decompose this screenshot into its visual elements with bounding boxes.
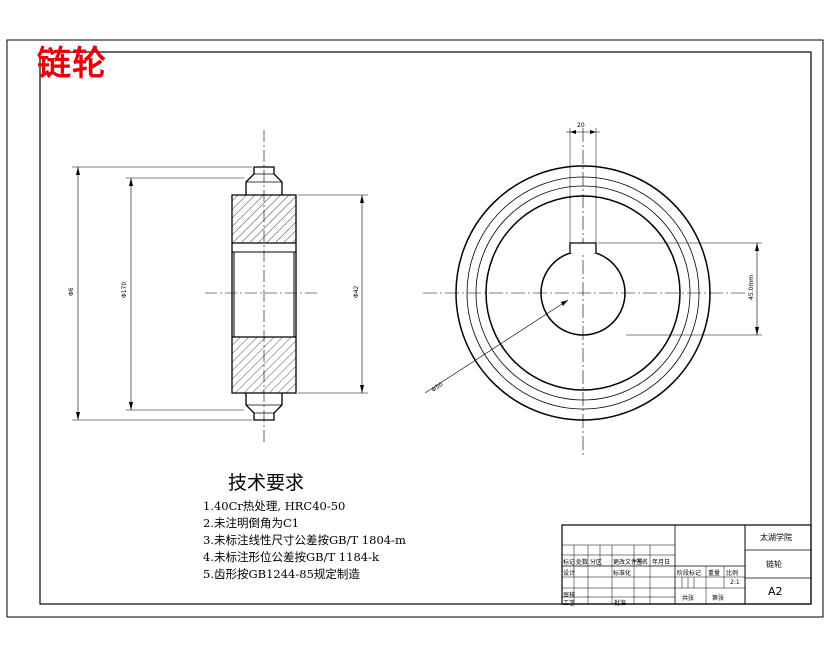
tech-requirements-heading: 技术要求 — [228, 472, 305, 494]
outer-border — [6, 39, 824, 618]
label-process: 工艺 — [563, 600, 576, 607]
inner-frame — [39, 51, 812, 605]
dim-tip-diameter: Φ170 — [121, 282, 128, 298]
label-design: 设计 — [563, 570, 576, 577]
scale-value: 2:1 — [730, 579, 740, 586]
label-date: 年月日 — [652, 559, 671, 566]
label-mark: 标记 — [563, 559, 576, 566]
dim-keyway-depth: 45.0mm — [748, 275, 755, 300]
requirement-item: 5.齿形按GB1244-85规定制造 — [203, 567, 360, 581]
part-name: 链轮 — [766, 560, 782, 569]
dim-key-width: 20 — [577, 122, 585, 129]
requirement-item: 2.未注明倒角为C1 — [203, 516, 300, 530]
label-signature: 签名 — [636, 559, 649, 566]
title-block-grid — [561, 524, 812, 605]
requirement-item: 3.未标注线性尺寸公差按GB/T 1804-m — [203, 533, 406, 547]
section-view: Φ6 Φ170 Φ42 — [68, 130, 368, 445]
label-stage: 阶段标记 — [677, 570, 702, 577]
label-ratio: 比例 — [726, 570, 739, 577]
dim-outer-diameter: Φ6 — [68, 287, 75, 296]
label-weight: 重量 — [708, 570, 721, 577]
dim-pitch-diameter: Φ50 — [430, 381, 444, 394]
sheet-total: 共张 — [682, 595, 695, 602]
paper-size: A2 — [768, 585, 783, 598]
requirement-item: 4.未标注形位公差按GB/T 1184-k — [203, 550, 379, 564]
school-name: 太湖学院 — [760, 533, 792, 542]
front-view: 20 45.0mm Φ50 — [423, 122, 762, 455]
label-approve: 批准 — [614, 600, 627, 607]
label-review: 审核 — [563, 592, 576, 599]
sheet-number: 第张 — [712, 595, 725, 602]
page-title: 链轮 — [37, 44, 107, 84]
dim-hub-diameter: Φ42 — [353, 285, 360, 298]
tech-requirements-list: 1.40Cr热处理, HRC40-50 2.未注明倒角为C1 3.未标注线性尺寸… — [203, 498, 406, 583]
requirement-item: 1.40Cr热处理, HRC40-50 — [203, 499, 346, 513]
label-zone: 分区 — [590, 559, 603, 566]
label-standardize: 标准化 — [613, 570, 632, 577]
label-change-doc: 更改文件号 — [613, 559, 644, 566]
label-count: 处数 — [576, 559, 589, 566]
